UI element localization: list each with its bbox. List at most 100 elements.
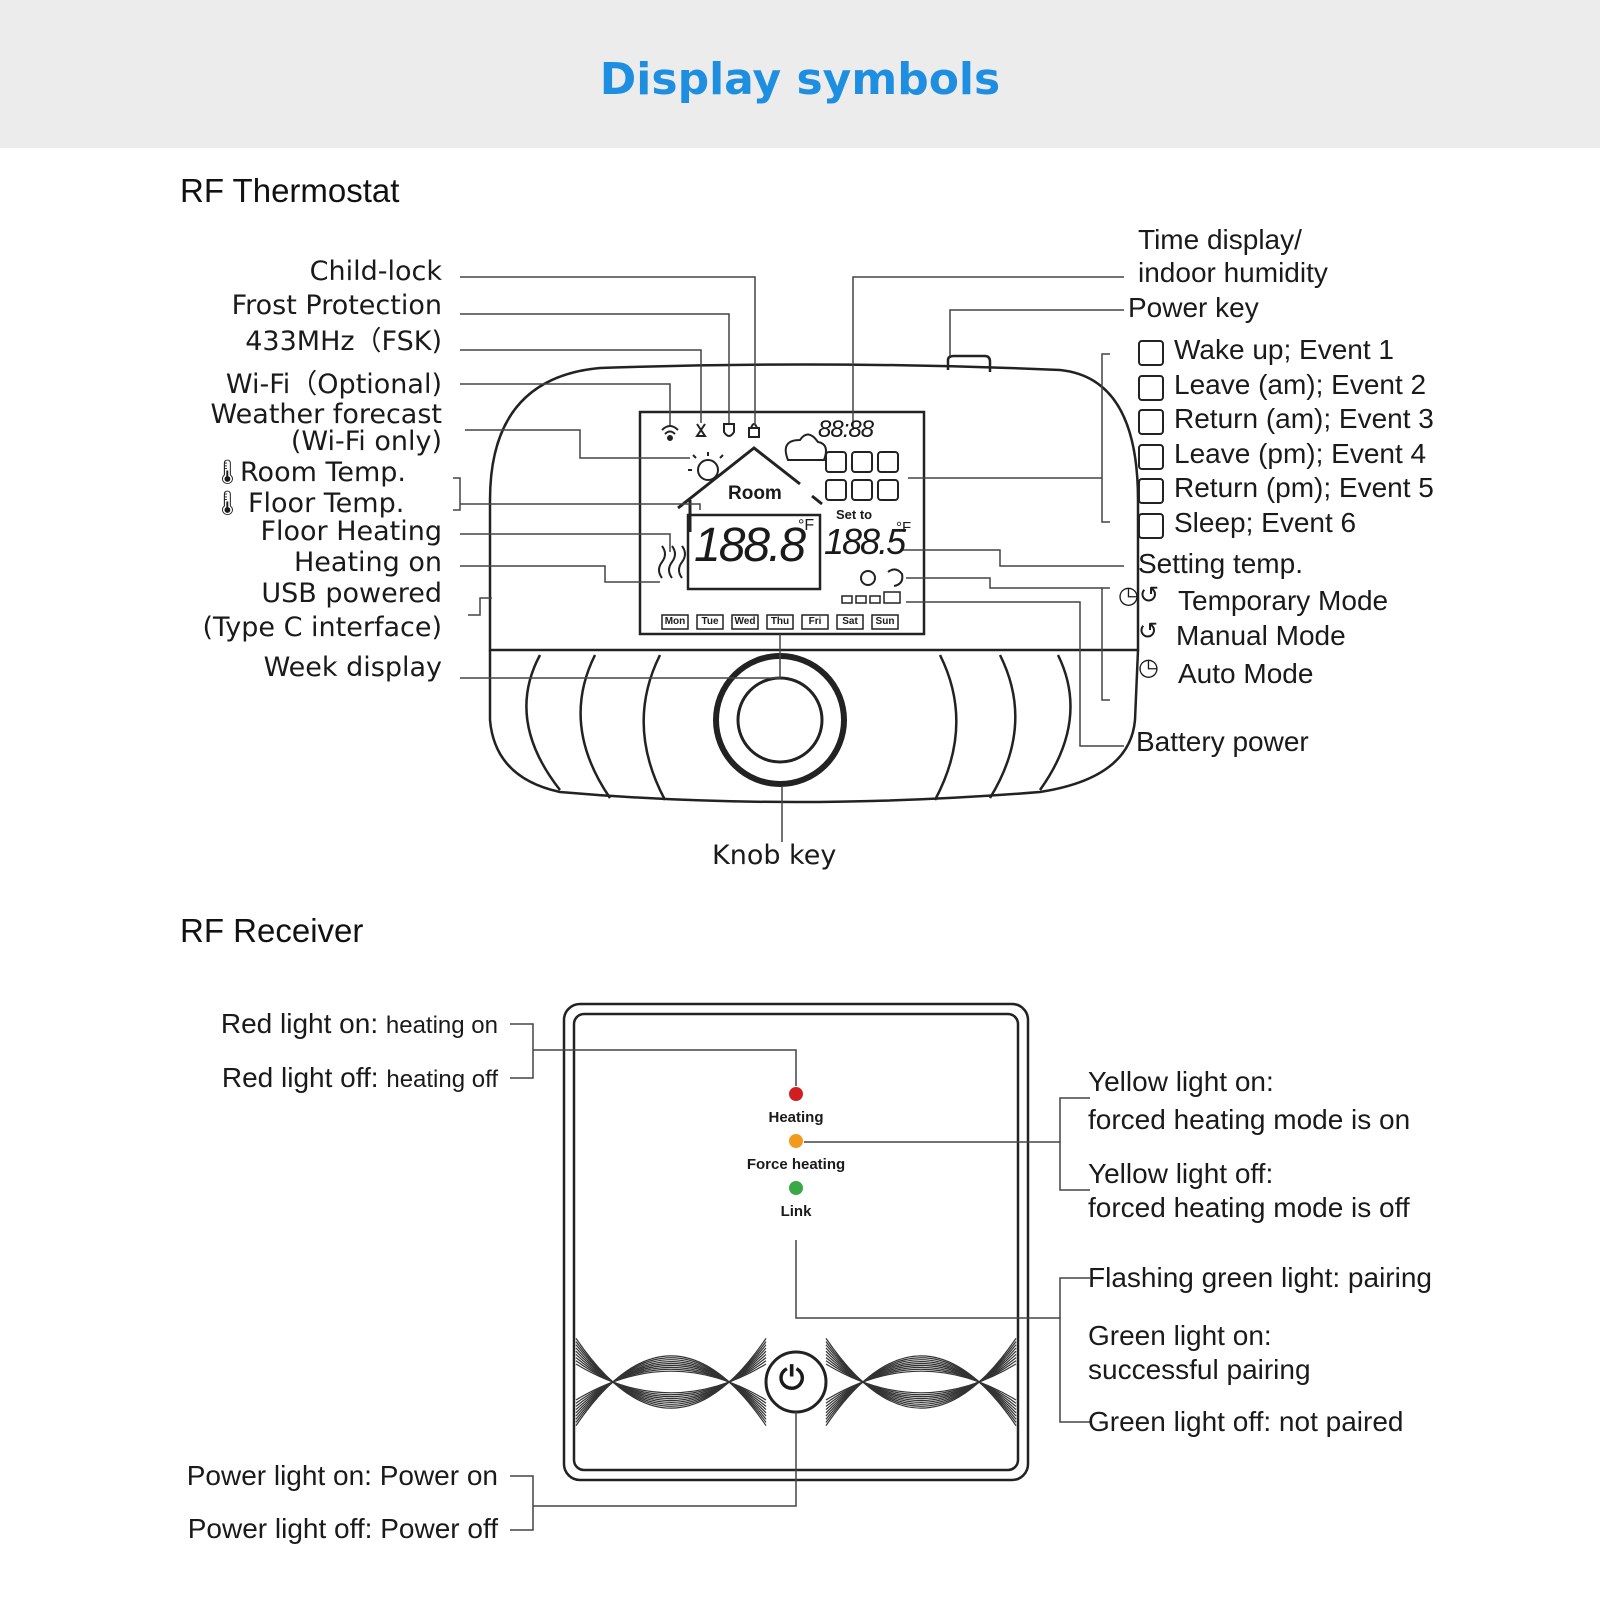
lcd-day-wed: Wed (734, 616, 756, 627)
lcd-event-icons (825, 451, 899, 501)
wave-line (575, 1362, 767, 1414)
wave-line (575, 1355, 767, 1426)
wave-line (575, 1360, 767, 1396)
wave-line (825, 1368, 1017, 1404)
auto-mode-lcd-icon (860, 570, 876, 586)
wave-line (825, 1364, 1017, 1411)
heating-on-icon (658, 545, 686, 579)
label-heating-on: Heating on (293, 547, 442, 578)
wave-line (575, 1370, 767, 1401)
label-knob-key: Knob key (712, 840, 837, 871)
lcd-room-temp-digits: 188.8 (694, 519, 806, 572)
lcd-day-sun: Sun (875, 616, 895, 627)
page-title: Display symbols (599, 54, 1001, 105)
header-banner: Display symbols (0, 0, 1600, 148)
lcd-day-box (836, 614, 864, 630)
wave-line (825, 1363, 1017, 1394)
wave-line (825, 1366, 1017, 1407)
lcd-day-thu: Thu (770, 616, 790, 627)
wave-line (575, 1363, 767, 1394)
wave-line (575, 1366, 767, 1407)
lcd-set-temp-digits: 188.5 (824, 521, 906, 562)
force-heating-led (789, 1134, 803, 1148)
wave-line (825, 1362, 1017, 1414)
weather-cloud-icon (784, 433, 827, 461)
lcd-day-mon: Mon (664, 616, 686, 627)
event-4-icon (1138, 443, 1164, 470)
label-event-4: Leave (pm); Event 4 (1174, 437, 1427, 469)
wave-line (575, 1338, 767, 1409)
event-1-icon (1138, 340, 1164, 366)
lcd-day-tue: Tue (701, 616, 719, 627)
thermostat-bottom (488, 649, 1140, 804)
label-yellow-on-desc: forced heating mode is on (1088, 1104, 1411, 1135)
event-6-icon (1138, 512, 1164, 539)
label-event-1: Wake up; Event 1 (1174, 334, 1394, 365)
lcd-day-box (696, 614, 724, 630)
receiver-section-title: RF Receiver (180, 912, 364, 949)
label-green-off: Green light off: not paired (1088, 1406, 1404, 1437)
label-weather-forecast: Weather forecast (210, 399, 442, 430)
wave-line (575, 1364, 767, 1411)
lcd-day-box (766, 614, 794, 630)
lcd-room-label: Room (728, 483, 782, 504)
heating-led (789, 1087, 803, 1101)
wave-line (575, 1357, 767, 1398)
label-green-flash: Flashing green light: pairing (1088, 1262, 1432, 1293)
auto-mode-icon: ◷ (1138, 654, 1159, 681)
lcd-day-box (871, 614, 899, 630)
label-green-on-desc: successful pairing (1088, 1354, 1311, 1385)
manual-mode-icon: ↺ (1138, 618, 1159, 645)
wave-line (575, 1361, 767, 1417)
battery-lcd-icon (841, 591, 901, 604)
wave-line (575, 1368, 767, 1404)
label-power-on: Power light on: Power on (186, 1460, 498, 1491)
weather-sun-icon (688, 452, 724, 481)
thermostat-body (488, 363, 1140, 652)
label-floor-heating: Floor Heating (260, 516, 442, 547)
thermostat-section-title: RF Thermostat (180, 172, 400, 209)
label-room-temp: Room Temp. (240, 457, 407, 488)
power-icon[interactable]: ⏻ (779, 1359, 805, 1397)
label-time-display: Time display/ (1138, 224, 1302, 255)
label-usb-powered: USB powered (261, 578, 442, 609)
event-2-icon (1138, 374, 1164, 401)
label-wifi: Wi-Fi（Optional) (225, 369, 442, 400)
lcd-day-boxes (661, 614, 899, 630)
wave-line (575, 1350, 767, 1402)
label-yellow-off-desc: forced heating mode is off (1088, 1192, 1410, 1223)
label-frost-protection: Frost Protection (231, 290, 442, 321)
label-yellow-off-title: Yellow light off: (1088, 1158, 1274, 1189)
link-led (789, 1181, 803, 1195)
wave-line (825, 1370, 1017, 1401)
lcd-status-icons (661, 423, 760, 441)
label-setting-temp: Setting temp. (1138, 548, 1303, 579)
led-label-force-heating: Force heating (746, 1156, 846, 1173)
label-event-3: Return (am); Event 3 (1174, 403, 1434, 434)
floor-thermometer-icon: 🌡 (212, 489, 243, 517)
label-green-on-title: Green light on: (1088, 1320, 1272, 1351)
label-event-2: Leave (am); Event 2 (1174, 368, 1427, 400)
lcd-set-unit: °F (896, 519, 912, 536)
label-power-key: Power key (1128, 292, 1259, 323)
event-3-icon (1138, 409, 1164, 435)
led-label-heating: Heating (768, 1109, 824, 1126)
event-5-icon (1138, 478, 1164, 504)
receiver-wave-pattern (575, 1338, 1017, 1426)
label-manual-mode: Manual Mode (1176, 620, 1346, 651)
label-power-off: Power light off: Power off (187, 1513, 498, 1544)
label-auto-mode: Auto Mode (1178, 658, 1314, 689)
wave-line (825, 1347, 1017, 1403)
wave-line (825, 1357, 1017, 1398)
thermometer-icon: 🌡 (212, 458, 243, 486)
label-indoor-humidity: indoor humidity (1138, 257, 1328, 288)
wave-line (825, 1338, 1017, 1409)
label-weather-forecast-note: (Wi-Fi only) (290, 426, 442, 457)
label-red-off: Red light off: heating off (221, 1062, 498, 1093)
lcd-room-unit: °F (798, 517, 815, 534)
led-label-link: Link (780, 1203, 812, 1220)
wave-line (825, 1353, 1017, 1400)
label-battery-power: Battery power (1136, 726, 1309, 757)
manual-mode-lcd-icon (887, 568, 904, 587)
